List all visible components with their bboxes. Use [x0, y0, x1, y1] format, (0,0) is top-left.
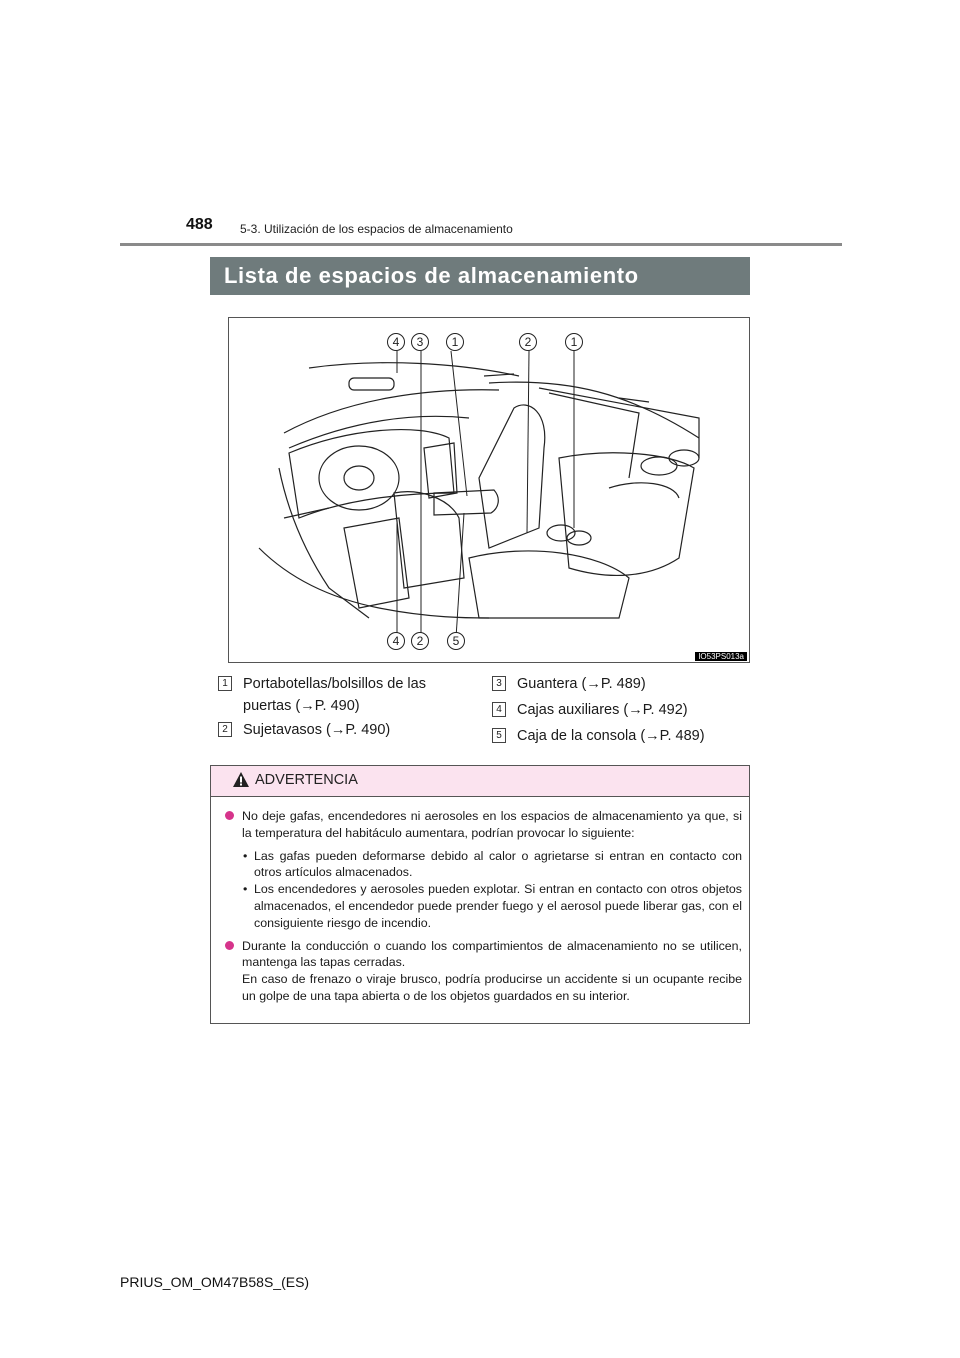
bullet-dot-icon	[225, 940, 234, 950]
legend-number-1: 1	[218, 676, 232, 691]
sub-bullet: •	[243, 882, 248, 897]
header-divider	[120, 243, 842, 246]
car-interior-figure: 4 3 1 2 1 4 2 5 IO53PS013a	[228, 317, 750, 663]
warning-paragraph-1-text: No deje gafas, encendedores ni aerosoles…	[242, 809, 742, 840]
warning-sub-item-2-text: Los encendedores y aerosoles pueden expl…	[254, 882, 742, 930]
warning-paragraph-2: Durante la conducción o cuando los compa…	[224, 938, 742, 1005]
callout-4-top: 4	[387, 333, 405, 351]
callout-2-bottom: 2	[411, 632, 429, 650]
legend-item-3: Guantera (→P. 489)	[517, 676, 646, 692]
warning-sub-item-1-text: Las gafas pueden deformarse debido al ca…	[254, 848, 742, 880]
warning-sub-list: • Las gafas pueden deformarse debido al …	[224, 848, 742, 932]
document-footer: PRIUS_OM_OM47B58S_(ES)	[120, 1274, 310, 1290]
legend-item-5: Caja de la consola (→P. 489)	[517, 728, 705, 744]
callout-4-bottom: 4	[387, 632, 405, 650]
page-title: Lista de espacios de almacenamiento	[210, 257, 750, 295]
warning-body: No deje gafas, encendedores ni aerosoles…	[224, 808, 742, 1011]
warning-sub-item-1: • Las gafas pueden deformarse debido al …	[224, 848, 742, 882]
legend-number-5: 5	[492, 728, 506, 743]
legend-number-3: 3	[492, 676, 506, 691]
car-interior-illustration	[258, 350, 700, 639]
callout-5-bottom: 5	[447, 632, 465, 650]
section-title: 5-3. Utilización de los espacios de alma…	[240, 222, 513, 236]
warning-paragraph-1: No deje gafas, encendedores ni aerosoles…	[224, 808, 742, 842]
warning-paragraph-2-line1: Durante la conducción o cuando los compa…	[242, 938, 742, 970]
legend-item-1-line1: Portabotellas/bolsillos de las	[243, 676, 426, 692]
bullet-dot-icon	[225, 811, 234, 820]
callout-2-top: 2	[519, 333, 537, 351]
legend-item-4: Cajas auxiliares (→P. 492)	[517, 702, 688, 718]
warning-sub-item-2: • Los encendedores y aerosoles pueden ex…	[224, 881, 742, 931]
callout-1-top-a: 1	[446, 333, 464, 351]
legend-item-1-line2: puertas (→P. 490)	[243, 698, 360, 714]
legend-item-2: Sujetavasos (→P. 490)	[243, 722, 391, 738]
warning-header: ADVERTENCIA	[211, 766, 749, 797]
sub-bullet: •	[243, 848, 248, 863]
figure-code: IO53PS013a	[695, 652, 747, 661]
warning-triangle-icon	[233, 772, 249, 787]
callout-3-top: 3	[411, 333, 429, 351]
page-number: 488	[186, 216, 213, 233]
legend-number-2: 2	[218, 722, 232, 737]
warning-box: ADVERTENCIA No deje gafas, encendedores …	[210, 765, 750, 1024]
warning-paragraph-2-line2: En caso de frenazo o viraje brusco, podr…	[242, 972, 742, 1003]
legend-number-4: 4	[492, 702, 506, 717]
warning-label: ADVERTENCIA	[255, 772, 358, 788]
callout-1-top-b: 1	[565, 333, 583, 351]
